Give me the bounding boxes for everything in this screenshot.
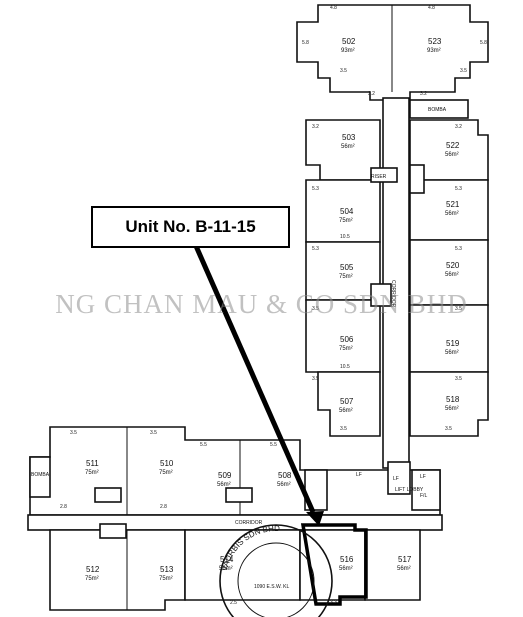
unit-number-504: 504 <box>340 207 354 216</box>
unit-area-509: 56m² <box>217 482 231 488</box>
unit-callout-label: Unit No. B-11-15 <box>125 217 256 236</box>
unit-area-519: 56m² <box>445 350 459 356</box>
north-tower-outline <box>296 4 489 469</box>
dimension-note: 2.8 <box>60 504 67 510</box>
dimension-note: 3.5 <box>150 430 157 436</box>
unit-area-518: 56m² <box>445 406 459 412</box>
unit-area-508: 56m² <box>277 482 291 488</box>
unit-number-521: 521 <box>446 200 460 209</box>
unit-number-509: 509 <box>218 471 232 480</box>
unit-labels: 502 93m² 523 93m² 503 56m² 522 56m² 504 75m² 521 56… <box>85 37 460 582</box>
dimension-note: 3.5 <box>460 68 467 74</box>
dimension-note: 2.5 <box>230 600 237 606</box>
dimension-note: 3.2 <box>312 124 319 130</box>
unit-area-522: 56m² <box>445 152 459 158</box>
unit-area-516: 56m² <box>339 566 353 572</box>
dimension-note: 3.5 <box>455 376 462 382</box>
unit-area-514: 56m² <box>219 566 233 572</box>
unit-number-506: 506 <box>340 335 354 344</box>
dimension-note: 3.5 <box>445 426 452 432</box>
unit-area-520: 56m² <box>445 272 459 278</box>
unit-number-520: 520 <box>446 261 460 270</box>
unit-number-502: 502 <box>342 37 356 46</box>
unit-area-512: 75m² <box>85 576 99 582</box>
unit-area-521: 56m² <box>445 211 459 217</box>
unit-number-508: 508 <box>278 471 292 480</box>
unit-number-522: 522 <box>446 141 460 150</box>
bomba-top-label: BOMBA <box>428 107 447 113</box>
unit-number-503: 503 <box>342 133 356 142</box>
unit-number-510: 510 <box>160 459 174 468</box>
unit-area-523: 93m² <box>427 48 441 54</box>
bomba-left-label: BOMBA <box>31 472 50 478</box>
unit-number-518: 518 <box>446 395 460 404</box>
unit-number-507: 507 <box>340 397 354 406</box>
dimension-note: 3.5 <box>312 376 319 382</box>
dimension-note: 3.5 <box>340 426 347 432</box>
watermark: NG CHAN MAU & CO SDN BHD <box>55 289 468 319</box>
highlighted-unit-outline <box>300 523 368 606</box>
dimension-note: 5.5 <box>270 442 277 448</box>
unit-area-504: 75m² <box>339 218 353 224</box>
dimension-note: 10.5 <box>340 364 350 370</box>
lift-lobby-label: LIFT LOBBY <box>395 487 424 493</box>
unit-area-513: 75m² <box>159 576 173 582</box>
unit-number-519: 519 <box>446 339 460 348</box>
dimension-note: 5.3 <box>455 186 462 192</box>
unit-number-523: 523 <box>428 37 442 46</box>
unit-number-512: 512 <box>86 565 100 574</box>
corridor-vertical-label: CORRIDOR <box>390 280 396 308</box>
lift-label-c: LF <box>356 472 362 478</box>
fire-lift-label: F/L <box>420 493 427 499</box>
dimension-note: 3.5 <box>340 68 347 74</box>
dimension-note: 3.5 <box>312 306 319 312</box>
pointer-arrow <box>193 244 324 526</box>
unit-number-514: 514 <box>220 555 234 564</box>
unit-number-511: 511 <box>86 459 99 468</box>
unit-callout-box: Unit No. B-11-15 <box>91 206 290 248</box>
dimension-note: 2.8 <box>160 504 167 510</box>
riser-label: RISER <box>371 174 387 180</box>
dimension-note: 4.8 <box>330 5 337 11</box>
unit-number-505: 505 <box>340 263 354 272</box>
corridor-horizontal-label: CORRIDOR <box>235 520 263 526</box>
unit-area-507: 56m² <box>339 408 353 414</box>
dimension-note: 3.2 <box>420 91 427 97</box>
unit-area-505: 75m² <box>339 274 353 280</box>
dimension-note: 5.3 <box>312 246 319 252</box>
unit-area-517: 56m² <box>397 566 411 572</box>
dimension-note: 3.2 <box>368 91 375 97</box>
unit-area-503: 56m² <box>341 144 355 150</box>
unit-number-517: 517 <box>398 555 412 564</box>
unit-number-516: 516 <box>340 555 354 564</box>
lift-label-b: LF <box>420 474 426 480</box>
south-wing-outline <box>27 426 443 611</box>
unit-area-502: 93m² <box>341 48 355 54</box>
unit-area-506: 75m² <box>339 346 353 352</box>
dimension-note: 3.2 <box>455 124 462 130</box>
dimension-note: 5.5 <box>200 442 207 448</box>
unit-area-511: 75m² <box>85 470 99 476</box>
dimension-note: 5.3 <box>455 246 462 252</box>
dimension-note: 4.8 <box>428 5 435 11</box>
service-labels: LF LF LF LIFT LOBBY F/L BOMBA BOMBA RISE… <box>31 107 447 526</box>
dimension-note: 5.8 <box>302 40 309 46</box>
stamp-inner-text: 1090 E.S.W. KL <box>254 584 290 590</box>
unit-number-513: 513 <box>160 565 174 574</box>
dimension-note: 3.5 <box>70 430 77 436</box>
dimension-note: 5.3 <box>312 186 319 192</box>
unit-area-510: 75m² <box>159 470 173 476</box>
dimension-note: 10.5 <box>340 234 350 240</box>
dimension-note: 3.5 <box>455 306 462 312</box>
lift-label-a: LF <box>393 476 399 482</box>
dimension-note: 5.8 <box>480 40 487 46</box>
